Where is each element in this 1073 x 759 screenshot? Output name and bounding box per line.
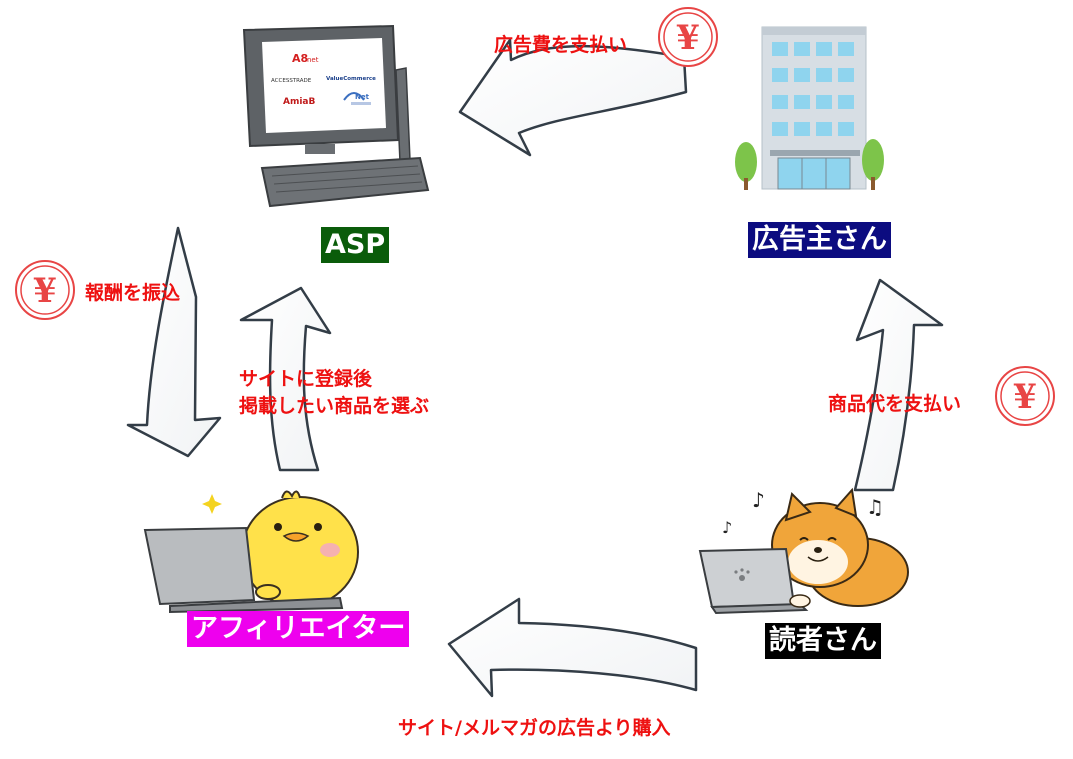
advertiser-building-illustration [735,26,884,190]
advertiser-label: 広告主さん [748,222,891,258]
reader-dog-illustration: ♪ ♪ ♫ [698,487,909,615]
logo-valuecommerce: ValueCommerce [326,76,376,82]
flow-purchase-text: サイト/メルマガの広告より購入 [398,717,671,739]
logo-amiami: AmiaB [283,97,316,107]
yen-symbol: ¥ [33,271,57,311]
arrow-reader-to-advertiser [853,278,944,492]
logo-lnet: Net [355,93,370,101]
flow-ad-fee-text: 広告費を支払い [494,34,628,56]
flow-product-payment-text: 商品代を支払い [828,393,962,415]
asp-computer-illustration: A8 net ACCESSTRADE ValueCommerce AmiaB N… [242,24,430,208]
yen-stamp-reward: ¥ [15,260,75,320]
logo-a8-suffix: net [307,56,319,64]
affiliate-chick-illustration [143,490,359,614]
flow-reward-text: 報酬を振込 [85,282,181,304]
arrow-advertiser-to-asp [458,38,688,157]
logo-accesstrade: ACCESSTRADE [271,78,312,84]
affiliate-label: アフィリエイター [187,611,410,647]
yen-stamp-ad-fee: ¥ [658,7,718,67]
asp-label: ASP [321,227,390,263]
yen-stamp-product: ¥ [995,366,1055,426]
logo-a8: A8 [292,52,308,65]
arrow-reader-to-affiliate [447,597,698,698]
music-note-icon: ♪ [752,488,765,512]
arrow-asp-to-affiliate [126,226,222,458]
yen-symbol: ¥ [1013,377,1037,417]
yen-symbol: ¥ [676,18,700,58]
music-note-icon: ♫ [866,495,884,519]
reader-label: 読者さん [765,623,881,659]
flow-register-line2: 掲載したい商品を選ぶ [239,395,430,417]
music-note-icon: ♪ [722,518,732,537]
arrow-affiliate-to-asp [239,286,332,472]
flow-register-line1: サイトに登録後 [239,368,373,390]
